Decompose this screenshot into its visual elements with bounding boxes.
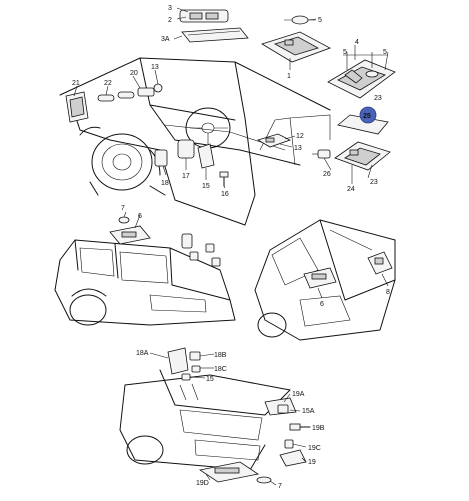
part-bulb-7-trunk [256,476,272,484]
callout-23: 23 [374,95,382,102]
callout-1: 1 [287,73,291,80]
callout-6b: 6 [320,301,324,308]
part-lamp-12 [257,133,292,148]
callout-23b: 23 [370,179,378,186]
callout-2: 2 [168,17,172,24]
callout-24: 24 [347,186,355,193]
part-switch-wagon [181,233,221,267]
part-bulb-22 [97,91,135,102]
callout-18: 18 [161,180,169,187]
callout-22: 22 [104,80,112,87]
callout-7: 7 [121,205,125,212]
part-lamp-6-hatch [303,267,337,289]
wagon-view [54,239,236,326]
callout-7b: 7 [278,483,282,490]
part-switch-20 [137,83,163,97]
callout-19a: 19A [292,391,305,398]
callout-16: 16 [221,191,229,198]
callout-12: 12 [296,133,304,140]
callout-18a: 18A [136,350,149,357]
leader-lines [73,7,389,486]
part-screw-16 [219,171,229,187]
hatchback-view [254,219,396,341]
part-bulb-holder-26 [312,149,331,159]
part-lamp-2 [179,9,229,23]
callout-6: 6 [138,213,142,220]
sedan-interior-view [59,57,331,226]
callout-18b: 18B [214,352,227,359]
callout-19: 19 [308,459,316,466]
callout-3a: 3A [161,36,170,43]
part-door-switch-17 [177,139,195,159]
callout-3: 3 [168,5,172,12]
callout-15: 15 [202,183,210,190]
part-door-switch-18 [154,149,168,167]
callout-26: 26 [323,171,331,178]
part-bulb-5 [284,15,316,25]
callout-4: 4 [355,39,359,46]
part-hinge-18a [167,347,201,381]
callout-5b: 5 [343,49,347,56]
sedan-trunk-view [119,369,291,471]
part-lamp-1 [261,31,331,63]
callout-5-top: 5 [318,17,322,24]
part-switch-19c [284,439,294,449]
callout-25-highlight: 25 [359,106,377,124]
part-bracket-19a [264,397,297,416]
part-screw-19b [289,423,311,431]
callout-13b: 13 [151,64,159,71]
callout-21: 21 [72,80,80,87]
part-lens-25 [337,114,389,135]
callout-5c: 5 [383,49,387,56]
part-lamp-21 [65,91,89,123]
callout-18c: 18C [214,366,227,373]
callout-17: 17 [182,173,190,180]
callout-8: 8 [386,289,390,296]
callout-15b: 15 [206,376,214,383]
callout-19b: 19B [312,425,325,432]
svg-text:25: 25 [363,113,371,120]
callout-15a: 15A [302,408,315,415]
part-lamp-housing-24 [334,141,391,171]
callout-20: 20 [130,70,138,77]
part-lamp-housing-23 [327,59,396,99]
callout-labels: 3 2 3A 5 1 4 5 5 23 25 12 13 26 24 23 21… [72,5,390,490]
part-bulb-7-wagon [118,216,130,224]
part-lamp-8-hatch [367,251,393,275]
part-lamp-6-wagon [109,225,151,245]
part-bracket-15 [197,143,215,169]
callout-13: 13 [294,145,302,152]
part-cover-3a [181,27,249,43]
callout-19d: 19D [196,480,209,487]
callout-19c: 19C [308,445,321,452]
part-lamp-19d [198,461,260,483]
